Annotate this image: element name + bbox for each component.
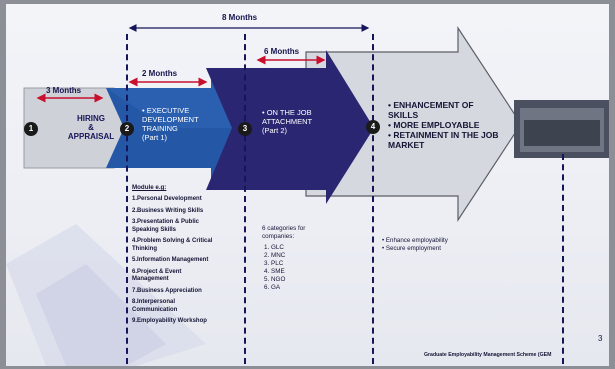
category-item: 4. SME xyxy=(264,268,285,275)
categories-list: 1. GLC 2. MNC 3. PLC 4. SME 5. NGO 6. GA xyxy=(264,244,344,292)
stage-2-label: • EXECUTIVE DEVELOPMENT TRAINING (Part 1… xyxy=(142,106,199,142)
timeline-hiring-label: 3 Months xyxy=(46,86,82,95)
page-number: 3 xyxy=(598,334,603,343)
benefit-item: • Enhance employability xyxy=(382,237,448,244)
benefit-item: • Secure employment xyxy=(382,245,441,252)
module-item: 3.Presentation & Public Speaking Skills xyxy=(132,219,200,233)
stage-1-number: 1 xyxy=(24,122,38,136)
stage-arrows xyxy=(23,25,609,223)
stage-1-label: HIRING & APPRAISAL xyxy=(67,114,115,141)
stage-3-label: • ON THE JOB ATTACHMENT (Part 2) xyxy=(262,108,313,135)
outcome-item: • RETAINMENT IN THE JOB MARKET xyxy=(388,130,499,150)
timeline-edt-label: 2 Months xyxy=(142,69,178,78)
arrow-stage-2 xyxy=(106,74,241,182)
module-item: 6.Project & Event Management xyxy=(132,268,182,283)
category-item: 6. GA xyxy=(264,284,281,291)
arrow-stage-4 xyxy=(305,25,522,223)
outcome-item: • ENHANCEMENT OF SKILLS xyxy=(388,100,474,120)
category-item: 5. NGO xyxy=(264,276,286,283)
stage-3-number: 3 xyxy=(238,122,252,136)
stage-2-number: 2 xyxy=(120,122,134,136)
module-list: 1.Personal Development 2.Business Writin… xyxy=(132,196,242,330)
timeline-total-label: 8 Months xyxy=(222,13,258,22)
slide: 8 Months 3 Months 2 Months 6 Months 1 2 … xyxy=(6,4,609,366)
guide-line-2 xyxy=(244,34,246,364)
category-item: 3. PLC xyxy=(264,260,284,267)
category-item: 1. GLC xyxy=(264,244,284,251)
timeline-ojt-label: 6 Months xyxy=(264,47,300,56)
module-item: 9.Employability Workshop xyxy=(132,318,207,324)
stage-4-number: 4 xyxy=(366,120,380,134)
module-item: 2.Business Writing Skills xyxy=(132,207,204,214)
module-heading: Module e.g: xyxy=(132,184,167,191)
benefits-list: • Enhance employability • Secure employm… xyxy=(382,237,502,253)
watermark-shape xyxy=(6,224,206,366)
outcomes-list: • ENHANCEMENT OF SKILLS • MORE EMPLOYABL… xyxy=(388,100,506,150)
module-item: 5.Information Management xyxy=(132,257,209,263)
outcome-item: • MORE EMPLOYABLE xyxy=(388,120,480,130)
guide-line-3 xyxy=(372,34,374,364)
categories-heading: 6 categories for companies: xyxy=(262,225,306,240)
module-item: 1.Personal Development xyxy=(132,196,202,202)
module-item: 8.Interpersonal Communication xyxy=(132,299,178,313)
scheme-footer: Graduate Employability Management Scheme… xyxy=(424,352,552,358)
timeline-arrows xyxy=(36,24,370,103)
guide-line-1 xyxy=(126,34,128,364)
category-item: 2. MNC xyxy=(264,252,286,259)
guide-line-4 xyxy=(562,154,564,364)
arrow-stage-3 xyxy=(206,50,374,204)
module-item: 4.Problem Solving & Critical Thinking xyxy=(132,238,213,252)
module-item: 7.Business Appreciation xyxy=(132,287,202,294)
